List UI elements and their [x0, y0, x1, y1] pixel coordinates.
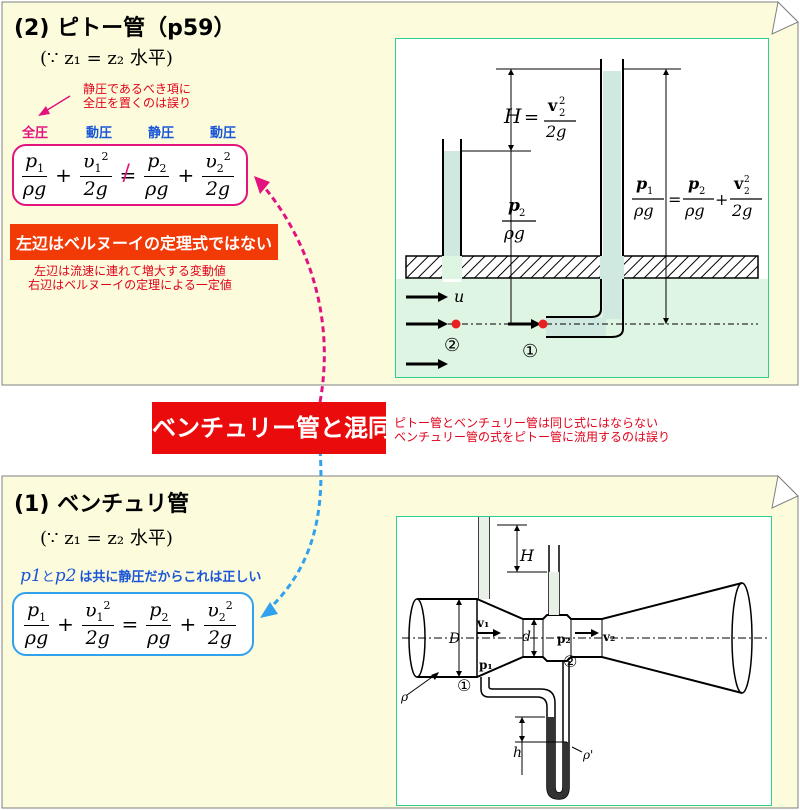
venturi-D-label: D	[448, 631, 460, 647]
venturi-h-label: h	[513, 745, 522, 761]
pitot-point-1	[538, 319, 548, 329]
svg-text:2: 2	[744, 175, 750, 185]
pitot-note: 静圧であるべき項に 全圧を置くのは誤り	[82, 82, 191, 110]
svg-text:p: p	[508, 196, 520, 216]
svg-text:2g: 2g	[731, 201, 752, 220]
pitot-explanation: 左辺は流速に連れて増大する変動値 右辺はベルヌーイの定理による一定値	[28, 264, 232, 292]
venturi-H-label: H	[519, 546, 535, 565]
svg-text:ρg: ρg	[684, 201, 705, 220]
svg-text:ρg: ρg	[503, 224, 525, 244]
venturi-figure: H D d v₁ v₂ p₁ p₂ ① ② h ρ ρ'	[396, 516, 772, 806]
venturi-d-label: d	[522, 629, 531, 645]
label-total-pressure: 全圧	[22, 126, 49, 141]
venturi-pt2-label: ②	[563, 652, 577, 671]
svg-text:2: 2	[519, 208, 525, 219]
pitot-condition: (∵ z₁ = z₂ 水平)	[40, 48, 173, 69]
venturi-rho2-label: ρ'	[582, 748, 593, 762]
venturi-pt1-label: ①	[457, 676, 471, 695]
venturi-condition: (∵ z₁ = z₂ 水平)	[40, 528, 173, 549]
label-static-pressure: 静圧	[148, 126, 175, 141]
svg-text:2g: 2g	[545, 122, 566, 141]
label-dynamic-pressure-1: 動圧	[86, 126, 113, 141]
venturi-p1-label: p₁	[479, 658, 493, 672]
pitot-point-2	[451, 319, 461, 329]
svg-text:p: p	[636, 174, 647, 193]
pitot-note-arrow	[38, 95, 71, 116]
venturi-p2-label: p₂	[557, 632, 571, 646]
svg-text:=: =	[524, 107, 539, 128]
pitot-u-label: u	[454, 287, 464, 306]
svg-text:ρg: ρg	[633, 201, 654, 220]
svg-text:1: 1	[647, 186, 653, 197]
svg-text:v: v	[733, 174, 744, 193]
venturi-v2-label: v₂	[602, 630, 615, 644]
svg-text:2: 2	[559, 96, 565, 107]
svg-text:2: 2	[744, 187, 750, 197]
connector-arrows	[254, 176, 326, 618]
pitot-title: (2) ピトー管（p59）	[14, 16, 236, 41]
venturi-rho-label: ρ	[400, 690, 408, 704]
pitot-pt1-label: ①	[522, 341, 538, 362]
svg-text:v: v	[547, 96, 558, 115]
pitot-warning-banner: 左辺はベルヌーイの定理式ではない	[10, 224, 279, 260]
svg-text:p: p	[688, 174, 699, 193]
svg-text:2: 2	[559, 108, 565, 119]
svg-text:=: =	[668, 190, 681, 209]
venturi-title: (1) ベンチュリ管	[14, 492, 190, 517]
label-dynamic-pressure-2: 動圧	[210, 126, 237, 141]
svg-text:2: 2	[699, 186, 705, 197]
pitot-pt2-label: ②	[444, 335, 460, 356]
pitot-figure: H = v 2 2 2g p 2 ρg p 1 ρg = p 2 ρg + v …	[395, 38, 769, 378]
center-banner: ベンチュリー管と混同	[152, 402, 392, 454]
svg-text:+: +	[715, 190, 728, 209]
venturi-v1-label: v₁	[476, 616, 489, 630]
center-note: ピトー管とベンチュリー管は同じ式にはならない ベンチュリー管の式をピトー管に流用…	[394, 416, 671, 444]
pitot-H-label: H	[503, 104, 522, 128]
